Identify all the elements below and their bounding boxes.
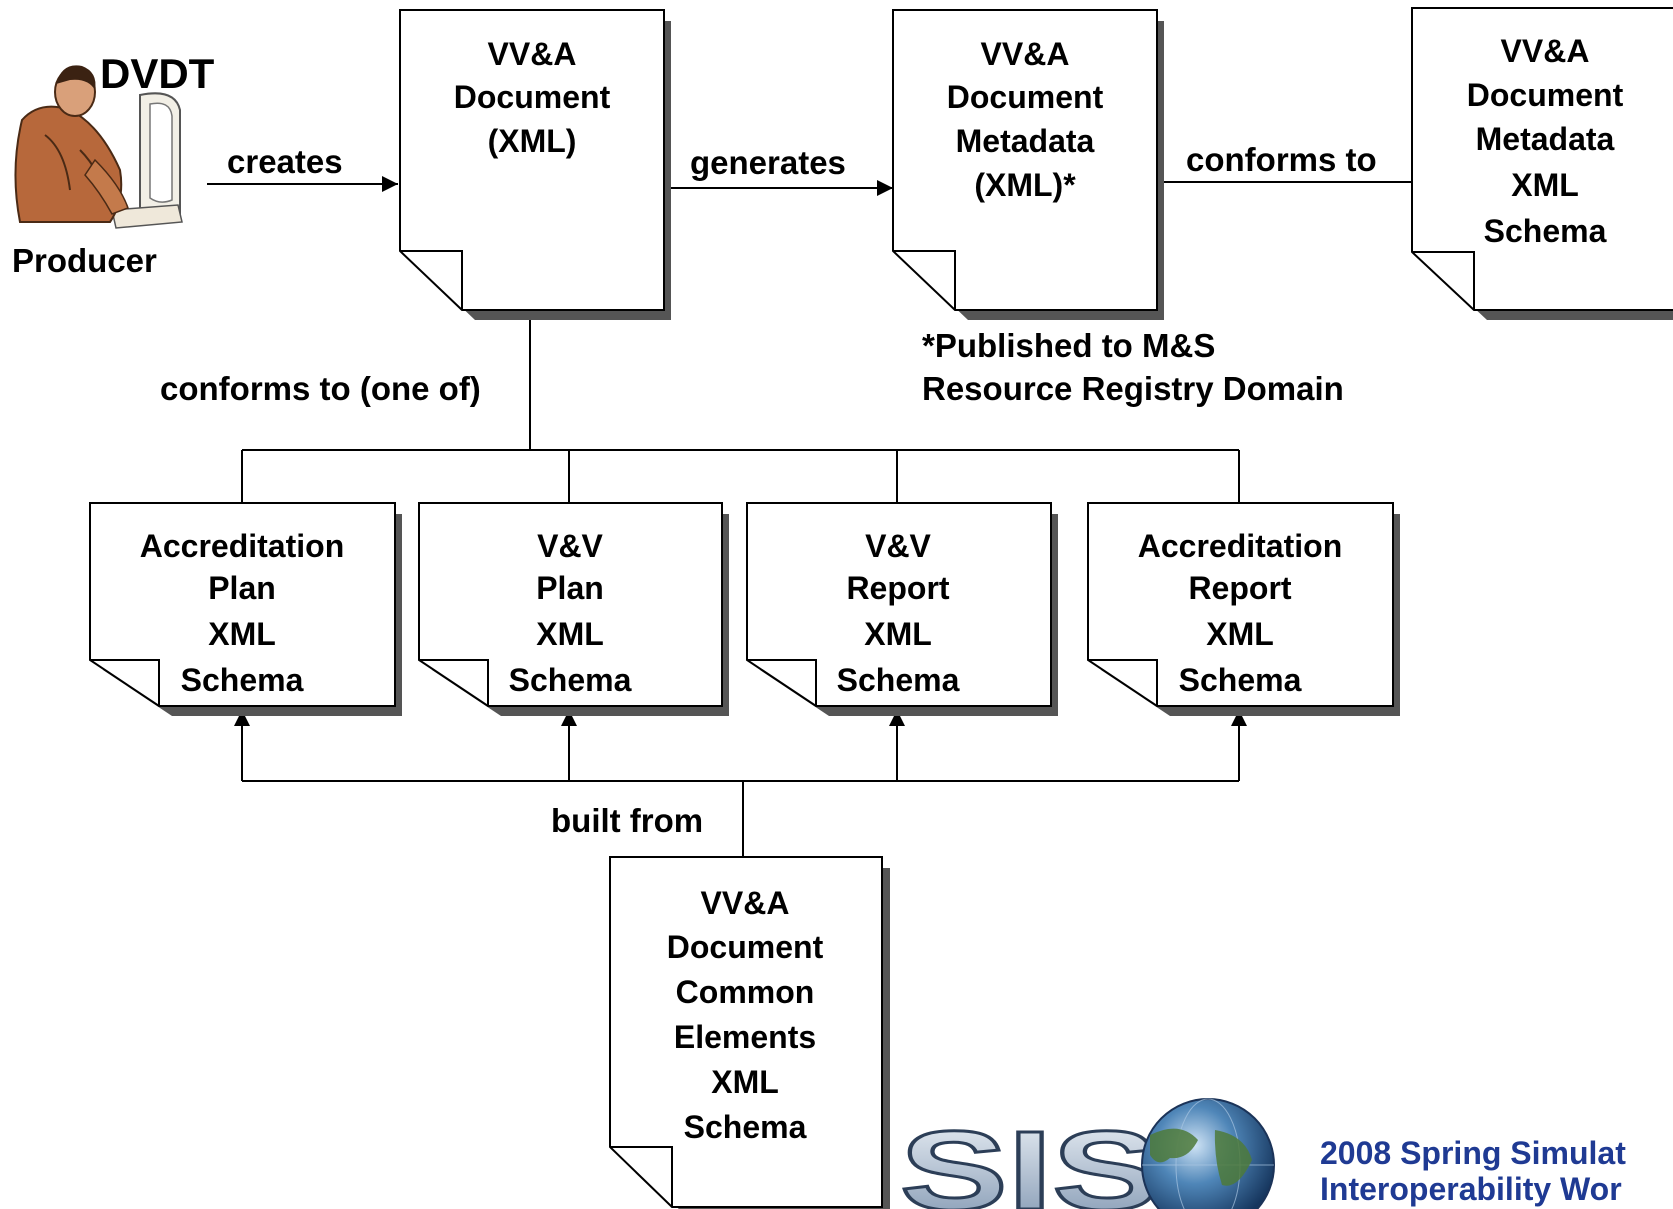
globe-icon xyxy=(1141,1098,1275,1209)
doc-line: Document xyxy=(947,79,1104,115)
siso-logo: SIS xyxy=(899,1098,1275,1209)
doc-line: Schema xyxy=(684,1109,807,1145)
doc-line: Accreditation xyxy=(140,528,344,564)
conference-line1: 2008 Spring Simulat xyxy=(1320,1135,1626,1171)
siso-logo-text: SIS xyxy=(900,1108,1160,1209)
doc-line: XML xyxy=(1511,167,1579,203)
doc-line: VV&A xyxy=(701,885,790,921)
doc-line: (XML) xyxy=(488,123,577,159)
conforms-to-label: conforms to xyxy=(1186,141,1377,178)
doc-line: (XML)* xyxy=(974,167,1076,203)
doc-line: Schema xyxy=(1179,662,1302,698)
accreditation-plan-schema: Accreditation Plan XML Schema xyxy=(89,502,402,716)
doc-line: Elements xyxy=(674,1019,816,1055)
built-from-label: built from xyxy=(551,802,703,839)
doc-line: Schema xyxy=(1484,213,1607,249)
doc-line: Metadata xyxy=(956,123,1095,159)
doc-line: XML xyxy=(536,616,604,652)
doc-line: Plan xyxy=(208,570,276,606)
doc-line: XML xyxy=(711,1064,779,1100)
doc-line: Report xyxy=(846,570,949,606)
doc-line: VV&A xyxy=(1501,33,1590,69)
doc-line: Schema xyxy=(181,662,304,698)
doc-line: XML xyxy=(1206,616,1274,652)
creates-label: creates xyxy=(227,143,343,180)
dvdt-label: DVDT xyxy=(100,50,215,97)
doc-line: XML xyxy=(864,616,932,652)
common-elements-schema: VV&A Document Common Elements XML Schema xyxy=(609,856,890,1209)
doc-line: Document xyxy=(667,929,824,965)
conforms-to-one-of-label: conforms to (one of) xyxy=(160,370,481,407)
doc-line: V&V xyxy=(865,528,931,564)
doc-line: Schema xyxy=(837,662,960,698)
vva-document-metadata: VV&A Document Metadata (XML)* xyxy=(892,9,1164,320)
doc-line: VV&A xyxy=(981,36,1070,72)
doc-line: Plan xyxy=(536,570,604,606)
producer-label: Producer xyxy=(12,242,157,279)
doc-line: Schema xyxy=(509,662,632,698)
doc-line: Accreditation xyxy=(1138,528,1342,564)
vv-plan-schema: V&V Plan XML Schema xyxy=(418,502,729,716)
doc-line: V&V xyxy=(537,528,603,564)
doc-line: Report xyxy=(1188,570,1291,606)
doc-line: XML xyxy=(208,616,276,652)
doc-line: Common xyxy=(676,974,815,1010)
person-at-computer-icon xyxy=(14,65,183,229)
doc-line: Document xyxy=(454,79,611,115)
vv-report-schema: V&V Report XML Schema xyxy=(746,502,1058,716)
conference-line2: Interoperability Wor xyxy=(1320,1171,1622,1207)
accreditation-report-schema: Accreditation Report XML Schema xyxy=(1087,502,1400,716)
metadata-xml-schema: VV&A Document Metadata XML Schema xyxy=(1411,7,1673,320)
doc-line: VV&A xyxy=(488,36,577,72)
doc-line: Metadata xyxy=(1476,121,1615,157)
vva-document-xml: VV&A Document (XML) xyxy=(399,9,671,320)
published-note-line1: *Published to M&S xyxy=(922,327,1215,364)
doc-line: Document xyxy=(1467,77,1624,113)
published-note-line2: Resource Registry Domain xyxy=(922,370,1344,407)
generates-label: generates xyxy=(690,144,846,181)
